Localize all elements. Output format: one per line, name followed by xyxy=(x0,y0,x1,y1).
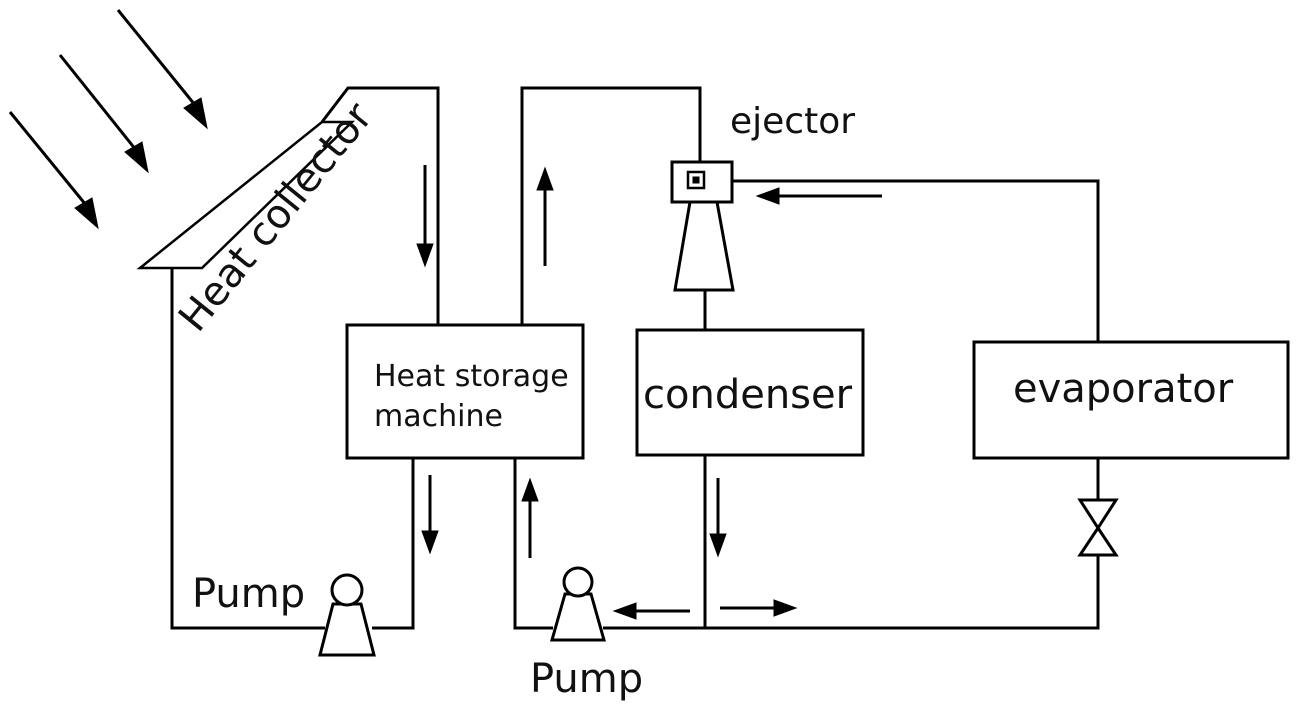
sun-ray-arrow-1 xyxy=(8,111,99,230)
flow-arrow-condenser-down xyxy=(709,478,727,558)
heat-storage-label-line2: machine xyxy=(374,399,503,434)
pump-left xyxy=(318,573,376,657)
evaporator-box xyxy=(972,340,1290,460)
collector-loop-pipes xyxy=(170,86,440,630)
ejector xyxy=(670,160,735,292)
heat-collector-panel xyxy=(136,120,356,270)
condenser-label: condenser xyxy=(643,372,853,418)
flow-arrow-to-ejector-left xyxy=(755,187,882,205)
flow-arrow-storage-out-down xyxy=(421,475,439,555)
evaporator-label: evaporator xyxy=(1013,366,1234,412)
pump-left-label: Pump xyxy=(192,571,305,617)
heat-storage-label-line1: Heat storage xyxy=(374,359,569,394)
flow-arrow-storage-in-up xyxy=(521,477,539,558)
condenser-box xyxy=(635,328,865,457)
pump-bottom xyxy=(550,566,606,642)
flow-arrow-collector-down xyxy=(416,165,434,268)
sun-ray-arrow-3 xyxy=(116,9,208,130)
storage-ejector-pipes xyxy=(513,86,1100,630)
heat-storage-machine-box xyxy=(345,323,585,460)
ejector-label: ejector xyxy=(730,101,855,142)
flow-arrow-to-evaporator-right xyxy=(720,599,798,617)
pump-bottom-label: Pump xyxy=(530,656,643,702)
flow-arrow-storage-up xyxy=(536,166,554,266)
flow-arrow-to-pump-left xyxy=(612,602,690,620)
expansion-valve xyxy=(1077,498,1119,557)
sun-ray-arrow-2 xyxy=(58,54,149,174)
